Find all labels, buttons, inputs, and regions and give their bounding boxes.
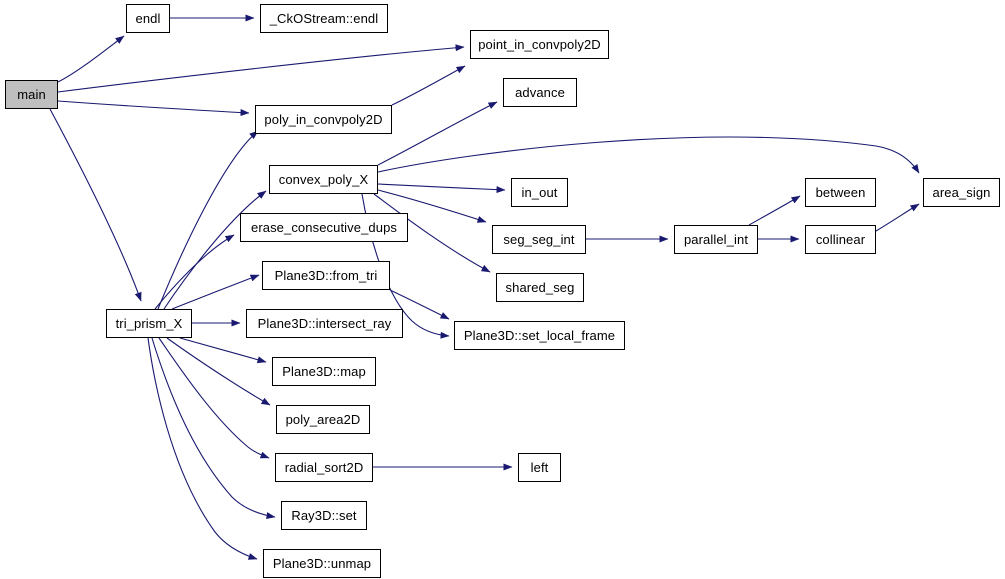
graph-edge-convex_poly_X-to-advance bbox=[377, 101, 498, 166]
graph-node-plane3d_intersect_ray[interactable]: Plane3D::intersect_ray bbox=[246, 309, 403, 338]
graph-node-poly_in_convpoly2D[interactable]: poly_in_convpoly2D bbox=[255, 105, 392, 134]
graph-node-plane3d_set_local_frame[interactable]: Plane3D::set_local_frame bbox=[454, 321, 625, 350]
graph-node-convex_poly_X[interactable]: convex_poly_X bbox=[269, 165, 378, 194]
graph-node-label: main bbox=[17, 87, 46, 102]
graph-node-label: seg_seg_int bbox=[503, 232, 575, 247]
graph-node-label: poly_area2D bbox=[285, 412, 361, 427]
graph-node-label: erase_consecutive_dups bbox=[250, 220, 398, 235]
graph-edge-main-to-poly_in_convpoly2D bbox=[57, 100, 250, 117]
graph-edge-tri_prism_X-to-convex_poly_X bbox=[163, 190, 267, 310]
graph-node-label: _CkOStream::endl bbox=[269, 11, 379, 26]
graph-node-label: tri_prism_X bbox=[115, 316, 183, 331]
graph-node-label: area_sign bbox=[932, 185, 991, 200]
graph-edge-main-to-endl bbox=[57, 35, 125, 83]
graph-edge-collinear-to-area_sign bbox=[875, 203, 920, 232]
graph-edges bbox=[49, 14, 920, 560]
graph-node-label: Plane3D::from_tri bbox=[274, 268, 378, 283]
graph-node-endl[interactable]: endl bbox=[126, 4, 170, 33]
graph-node-main[interactable]: main bbox=[5, 80, 58, 109]
graph-node-label: endl bbox=[135, 11, 161, 26]
graph-node-seg_seg_int[interactable]: seg_seg_int bbox=[492, 225, 586, 254]
graph-node-label: left bbox=[530, 460, 549, 475]
graph-node-erase_consecutive_dups[interactable]: erase_consecutive_dups bbox=[240, 213, 408, 242]
graph-edge-tri_prism_X-to-plane3d_map bbox=[179, 337, 267, 364]
graph-node-shared_seg[interactable]: shared_seg bbox=[496, 273, 584, 302]
graph-node-collinear[interactable]: collinear bbox=[805, 225, 876, 254]
graph-node-label: Plane3D::unmap bbox=[272, 556, 372, 571]
graph-node-plane3d_map[interactable]: Plane3D::map bbox=[272, 357, 376, 386]
graph-node-label: collinear bbox=[815, 232, 866, 247]
graph-node-label: Ray3D::set bbox=[291, 508, 357, 523]
graph-node-radial_sort2D[interactable]: radial_sort2D bbox=[275, 453, 373, 482]
graph-node-label: Plane3D::intersect_ray bbox=[257, 316, 392, 331]
graph-node-poly_area2D[interactable]: poly_area2D bbox=[276, 405, 370, 434]
graph-node-label: parallel_int bbox=[683, 232, 749, 247]
graph-edge-convex_poly_X-to-area_sign bbox=[377, 136, 920, 174]
graph-edge-tri_prism_X-to-plane3d_from_tri bbox=[171, 274, 260, 310]
graph-node-label: convex_poly_X bbox=[278, 172, 369, 187]
graph-edge-convex_poly_X-to-in_out bbox=[377, 183, 506, 194]
graph-node-ray3d_set[interactable]: Ray3D::set bbox=[281, 501, 367, 530]
graph-node-in_out[interactable]: in_out bbox=[511, 178, 568, 207]
graph-node-plane3d_from_tri[interactable]: Plane3D::from_tri bbox=[262, 261, 390, 290]
graph-node-label: shared_seg bbox=[505, 280, 575, 295]
graph-node-label: in_out bbox=[521, 185, 558, 200]
graph-node-label: advance bbox=[515, 85, 565, 100]
graph-node-point_in_convpoly2D[interactable]: point_in_convpoly2D bbox=[470, 30, 609, 59]
graph-node-area_sign[interactable]: area_sign bbox=[923, 178, 1000, 207]
graph-node-between[interactable]: between bbox=[805, 178, 876, 207]
graph-edge-tri_prism_X-to-erase_consecutive_dups bbox=[154, 234, 235, 310]
graph-node-ckostream_endl[interactable]: _CkOStream::endl bbox=[260, 4, 388, 33]
graph-edge-tri_prism_X-to-plane3d_unmap bbox=[147, 337, 258, 560]
graph-node-label: point_in_convpoly2D bbox=[478, 37, 601, 52]
graph-edge-main-to-tri_prism_X bbox=[49, 108, 142, 302]
graph-node-label: radial_sort2D bbox=[284, 460, 364, 475]
graph-edge-parallel_int-to-between bbox=[748, 195, 801, 226]
graph-edge-tri_prism_X-to-radial_sort2D bbox=[158, 337, 270, 459]
graph-node-label: poly_in_convpoly2D bbox=[264, 112, 383, 127]
graph-node-plane3d_unmap[interactable]: Plane3D::unmap bbox=[263, 549, 381, 578]
graph-node-label: Plane3D::set_local_frame bbox=[463, 328, 616, 343]
graph-edge-poly_in_convpoly2D-to-point_in_convpoly2D bbox=[391, 65, 466, 106]
graph-edge-tri_prism_X-to-poly_area2D bbox=[166, 337, 271, 406]
graph-node-left[interactable]: left bbox=[518, 453, 561, 482]
graph-node-parallel_int[interactable]: parallel_int bbox=[674, 225, 758, 254]
graph-node-tri_prism_X[interactable]: tri_prism_X bbox=[106, 309, 192, 338]
graph-node-label: between bbox=[815, 185, 866, 200]
graph-node-advance[interactable]: advance bbox=[503, 78, 577, 107]
graph-node-label: Plane3D::map bbox=[282, 364, 366, 379]
graph-edge-tri_prism_X-to-ray3d_set bbox=[151, 337, 276, 520]
graph-edge-main-to-point_in_convpoly2D bbox=[57, 44, 465, 93]
